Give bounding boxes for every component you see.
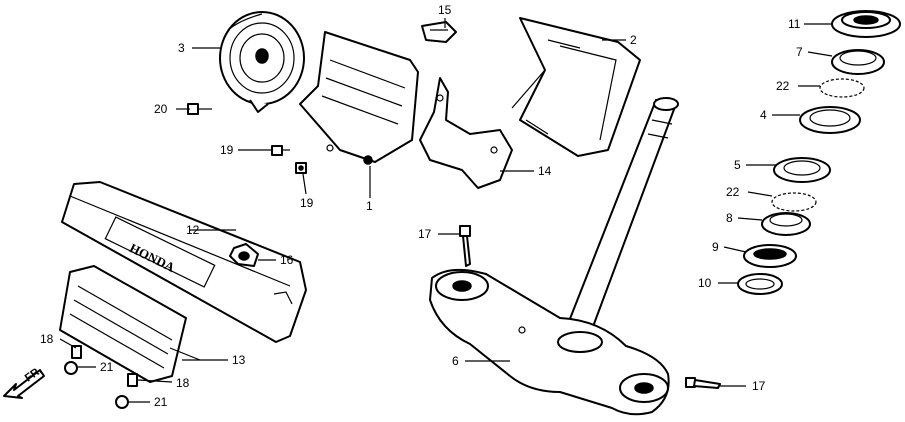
callout-19a: 19 [220,143,234,157]
callout-19b: 19 [300,196,314,210]
part-horn [219,11,305,113]
callout-21b: 21 [154,395,168,409]
part-front-visor: HONDA [61,181,307,343]
callout-15: 15 [438,3,452,17]
callout-18b: 18 [176,376,190,390]
callout-22b: 22 [726,185,740,199]
callout-7: 7 [796,45,803,59]
callout-10: 10 [698,276,712,290]
callout-8: 8 [726,211,733,225]
part-left-cover [299,31,419,165]
callout-1: 1 [366,199,373,213]
callout-18a: 18 [40,332,54,346]
part-clamp [421,21,457,43]
callout-17a: 17 [418,227,432,241]
callout-16: 16 [280,253,294,267]
callout-9: 9 [712,240,719,254]
callout-12: 12 [186,223,200,237]
part-washer [737,273,783,295]
part-upper-outer-race [799,106,861,134]
part-dust-seal [743,244,797,268]
part-bolt-18a [71,345,82,359]
part-bolt-17a [459,225,471,267]
callout-11: 11 [788,17,801,31]
part-bolt-19b [295,162,307,174]
part-bolt-19a [271,145,290,156]
callout-17b: 17 [752,379,766,393]
callout-2: 2 [630,33,637,47]
part-ball-bearings-upper [819,78,865,98]
callout-22a: 22 [776,79,790,93]
part-bolt-20 [187,103,212,115]
callout-21a: 21 [100,360,114,374]
part-nut-21a [64,361,78,375]
part-upper-race-cone [831,49,885,75]
callout-labels: 1 2 3 4 5 6 7 8 9 10 11 12 13 14 15 16 1… [40,3,803,409]
part-grommet [229,243,259,267]
part-stem-nut [831,10,901,38]
part-right-cover [511,17,641,157]
callout-6: 6 [452,354,459,368]
part-nut-21b [115,395,129,409]
part-ball-bearings-lower [771,192,817,212]
callout-20: 20 [154,102,168,116]
part-bolt-17b [685,377,721,389]
part-lower-cone-race [761,212,811,236]
callout-4: 4 [760,108,767,122]
callout-5: 5 [734,158,741,172]
callout-13: 13 [232,353,246,367]
part-lower-outer-race [773,157,831,183]
part-mount-bracket [419,77,513,189]
callout-14: 14 [538,164,552,178]
part-grille [59,265,201,383]
callout-3: 3 [178,41,185,55]
leader-lines [59,18,833,403]
part-steering-stem [429,97,679,416]
part-bolt-18b [127,373,138,387]
front-direction-arrow: FR. [3,364,45,399]
